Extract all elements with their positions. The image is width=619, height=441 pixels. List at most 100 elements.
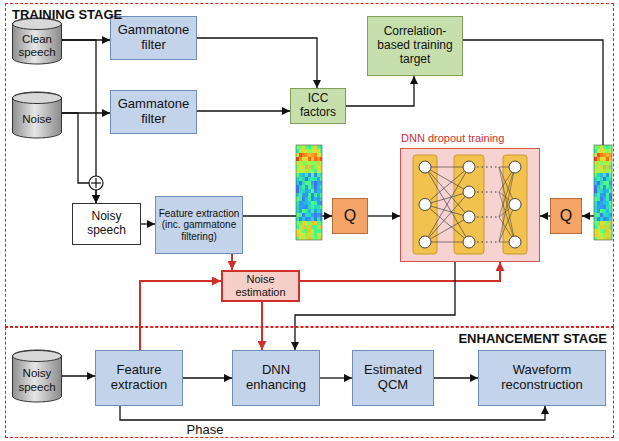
- box-label: Waveform reconstruction: [481, 363, 603, 393]
- spectrogram-cell: [299, 181, 302, 185]
- spectrogram-cell: [302, 153, 305, 157]
- spectrogram-cell: [603, 229, 606, 233]
- spectrogram-cell: [606, 145, 609, 149]
- spectrogram-cell: [597, 193, 600, 197]
- spectrogram-cell: [606, 177, 609, 181]
- cylinder-body: [13, 92, 62, 138]
- spectrogram-cell: [606, 157, 609, 161]
- spectrogram-cell: [296, 161, 299, 165]
- spectrogram-cell: [600, 225, 603, 229]
- spectrogram-cell: [317, 205, 320, 209]
- spectrogram-cell: [609, 201, 612, 205]
- spectrogram-cell: [606, 233, 609, 237]
- spectrogram-cell: [317, 173, 320, 177]
- spectrogram-cell: [606, 185, 609, 189]
- spectrogram-cell: [594, 197, 597, 201]
- spectrogram-cell: [603, 237, 606, 240]
- spectrogram-cell: [299, 221, 302, 225]
- spectrogram-cell: [308, 145, 311, 149]
- neural-network-illustration: [401, 149, 538, 260]
- spectrogram-cell: [603, 145, 606, 149]
- spectrogram-cell: [311, 173, 314, 177]
- connector-arrow: [434, 377, 478, 378]
- spectrogram-cell: [594, 185, 597, 189]
- spectrogram-cell: [314, 229, 317, 233]
- layer-panel: [503, 155, 527, 254]
- spectrogram-cell: [606, 169, 609, 173]
- spectrogram-cell: [311, 217, 314, 221]
- spectrogram-cell: [317, 217, 320, 221]
- spectrogram-cell: [600, 165, 603, 169]
- spectrogram-cell: [603, 169, 606, 173]
- spectrogram-cell: [603, 205, 606, 209]
- box-label: Feature extraction (inc. gammatone filte…: [158, 208, 240, 243]
- cylinder-body: [13, 18, 62, 64]
- spectrogram-cell: [311, 209, 314, 213]
- spectrogram-cell: [314, 209, 317, 213]
- spectrogram-cell: [597, 201, 600, 205]
- spectrogram-cell: [308, 149, 311, 153]
- spectrogram-cell: [609, 185, 612, 189]
- spectrogram-cell: [311, 157, 314, 161]
- spectrogram-cell: [299, 153, 302, 157]
- spectrogram-cell: [299, 193, 302, 197]
- spectrogram-cell: [314, 237, 317, 240]
- dnn-block: DNN dropout training: [400, 148, 540, 262]
- box-label: ICC factors: [293, 92, 343, 120]
- spectrogram-cell: [597, 145, 600, 149]
- spectrogram-cell: [299, 237, 302, 240]
- spectrogram-cell: [597, 197, 600, 201]
- spectrogram-cell: [597, 157, 600, 161]
- spectrogram-cell: [299, 161, 302, 165]
- spectrogram-cell: [317, 145, 320, 149]
- spectrogram-cell: [311, 161, 314, 165]
- spectrogram-cell: [606, 197, 609, 201]
- connector-arrow: [231, 254, 233, 270]
- spectrogram-cell: [305, 221, 308, 225]
- spectrogram-cell: [600, 213, 603, 217]
- spectrogram-cell: [594, 225, 597, 229]
- spectrogram-cell: [308, 229, 311, 233]
- spectrogram-cell: [600, 153, 603, 157]
- spectrogram-cell: [299, 197, 302, 201]
- spectrogram-cell: [609, 177, 612, 181]
- cylinder-body: [13, 350, 62, 402]
- spectrogram-cell: [600, 233, 603, 237]
- spectrogram-cell: [311, 205, 314, 209]
- spectrogram-cell: [308, 209, 311, 213]
- spectrogram-image: [594, 145, 612, 240]
- spectrogram-cell: [600, 145, 603, 149]
- process-box: Gammatone filter: [110, 90, 197, 134]
- connector-arrow: [320, 377, 352, 378]
- spectrogram-cell: [606, 149, 609, 153]
- spectrogram-cell: [600, 201, 603, 205]
- spectrogram-cell: [299, 149, 302, 153]
- spectrogram-cell: [314, 181, 317, 185]
- spectrogram-cell: [314, 145, 317, 149]
- spectrogram-cell: [603, 225, 606, 229]
- stage-heading: TRAINING STAGE: [12, 8, 122, 23]
- spectrogram-cell: [296, 181, 299, 185]
- spectrogram-cell: [296, 197, 299, 201]
- spectrogram-cell: [609, 173, 612, 177]
- spectrogram-cell: [311, 213, 314, 217]
- spectrogram-cell: [594, 233, 597, 237]
- connector-arrow: [197, 110, 290, 111]
- spectrogram-cell: [603, 177, 606, 181]
- connector-arrow: [540, 215, 550, 216]
- spectrogram-cell: [597, 209, 600, 213]
- connector-arrow: [141, 223, 155, 224]
- spectrogram-cell: [305, 237, 308, 240]
- spectrogram-cell: [296, 149, 299, 153]
- spectrogram-cell: [299, 177, 302, 181]
- spectrogram-cell: [600, 217, 603, 221]
- spectrogram-cell: [302, 237, 305, 240]
- spectrogram-cell: [594, 189, 597, 193]
- spectrogram-cell: [594, 145, 597, 149]
- neuron-circle: [509, 236, 521, 248]
- spectrogram-cell: [594, 157, 597, 161]
- spectrogram-cell: [299, 205, 302, 209]
- spectrogram-cell: [302, 185, 305, 189]
- box-label: DNN enhancing: [235, 363, 317, 393]
- spectrogram-cell: [299, 229, 302, 233]
